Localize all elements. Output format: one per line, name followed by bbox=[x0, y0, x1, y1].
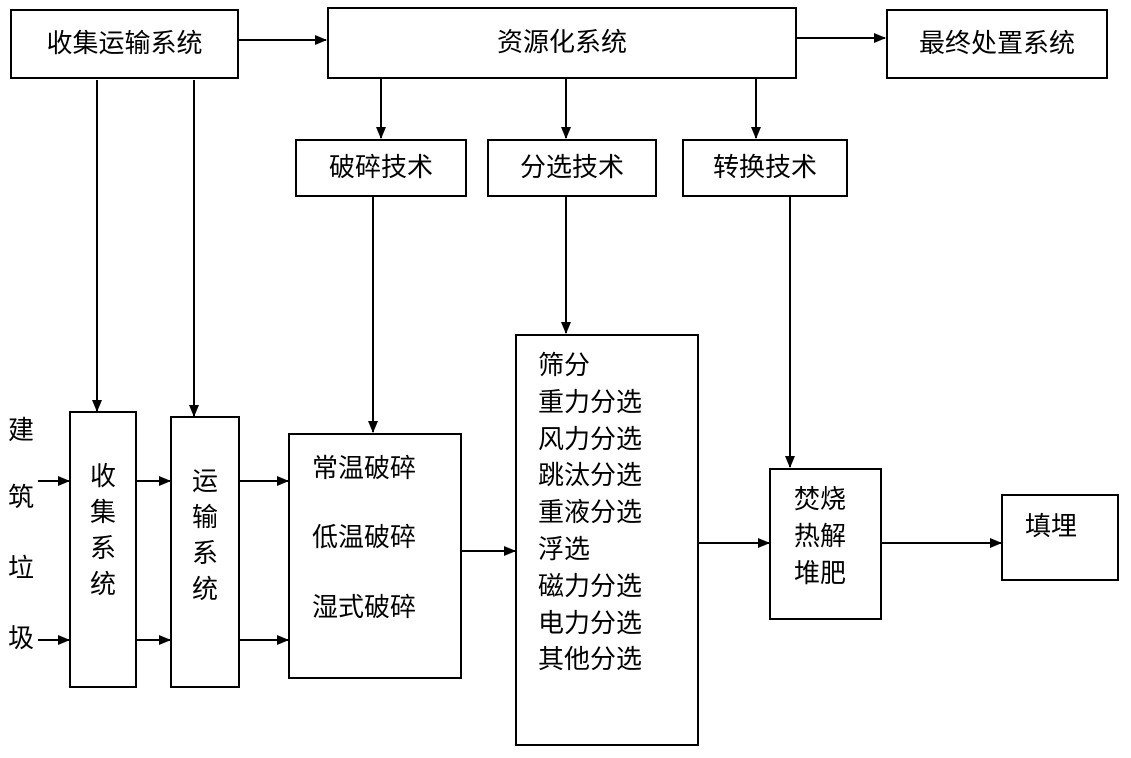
crushing-method-1: 常温破碎 bbox=[312, 454, 417, 484]
sorting-method-6: 浮选 bbox=[538, 534, 591, 565]
transport-system-label: 运 输 系 统 bbox=[172, 418, 238, 608]
final-disposal-system-label: 最终处置系统 bbox=[918, 29, 1075, 59]
sorting-method-1: 筛分 bbox=[538, 351, 591, 381]
landfill-label: 填埋 bbox=[1025, 512, 1078, 542]
collection-char-3: 系 bbox=[89, 534, 116, 564]
transport-char-3: 系 bbox=[191, 539, 218, 569]
transport-system-box: 运 输 系 统 bbox=[170, 416, 240, 688]
input-char-2: 筑 bbox=[8, 483, 35, 513]
sorting-method-5: 重液分选 bbox=[538, 498, 643, 529]
sorting-method-3: 风力分选 bbox=[538, 424, 643, 455]
collection-char-2: 集 bbox=[89, 498, 116, 528]
conversion-method-2: 热解 bbox=[794, 521, 847, 552]
input-char-1: 建 bbox=[8, 416, 35, 446]
sorting-technique-box: 分选技术 bbox=[487, 139, 657, 197]
collection-system-label: 收 集 系 统 bbox=[71, 413, 135, 603]
collection-system-box: 收 集 系 统 bbox=[69, 411, 137, 688]
sorting-methods-box: 筛分 重力分选 风力分选 跳汰分选 重液分选 浮选 磁力分选 电力分选 其他分选 bbox=[515, 334, 699, 746]
sorting-method-9: 其他分选 bbox=[538, 645, 643, 676]
conversion-method-3: 堆肥 bbox=[794, 558, 847, 589]
sorting-method-2: 重力分选 bbox=[538, 387, 643, 418]
conversion-method-1: 焚烧 bbox=[794, 485, 847, 515]
sorting-method-7: 磁力分选 bbox=[538, 571, 643, 602]
collect-transport-system-box: 收集运输系统 bbox=[10, 9, 239, 79]
crushing-methods-box: 常温破碎 低温破碎 湿式破碎 bbox=[288, 433, 462, 679]
crushing-technique-box: 破碎技术 bbox=[295, 139, 467, 197]
final-disposal-system-box: 最终处置系统 bbox=[886, 9, 1108, 79]
sorting-technique-label: 分选技术 bbox=[519, 153, 624, 183]
transport-char-2: 输 bbox=[191, 503, 218, 533]
crushing-method-3: 湿式破碎 bbox=[312, 593, 417, 623]
transport-char-4: 统 bbox=[191, 575, 218, 605]
crushing-method-2: 低温破碎 bbox=[312, 523, 417, 553]
sorting-method-4: 跳汰分选 bbox=[538, 461, 643, 492]
resource-system-box: 资源化系统 bbox=[327, 7, 797, 79]
collect-transport-system-label: 收集运输系统 bbox=[46, 29, 203, 59]
landfill-box: 填埋 bbox=[1001, 494, 1119, 581]
sorting-method-8: 电力分选 bbox=[538, 608, 643, 639]
conversion-technique-box: 转换技术 bbox=[682, 139, 848, 197]
input-char-4: 圾 bbox=[8, 624, 35, 654]
resource-system-label: 资源化系统 bbox=[496, 28, 627, 58]
input-char-3: 垃 bbox=[8, 554, 35, 584]
conversion-methods-box: 焚烧 热解 堆肥 bbox=[769, 468, 882, 620]
crushing-technique-label: 破碎技术 bbox=[328, 153, 433, 183]
transport-char-1: 运 bbox=[191, 467, 218, 497]
collection-char-4: 统 bbox=[89, 570, 116, 600]
conversion-technique-label: 转换技术 bbox=[712, 153, 817, 183]
collection-char-1: 收 bbox=[89, 462, 116, 492]
